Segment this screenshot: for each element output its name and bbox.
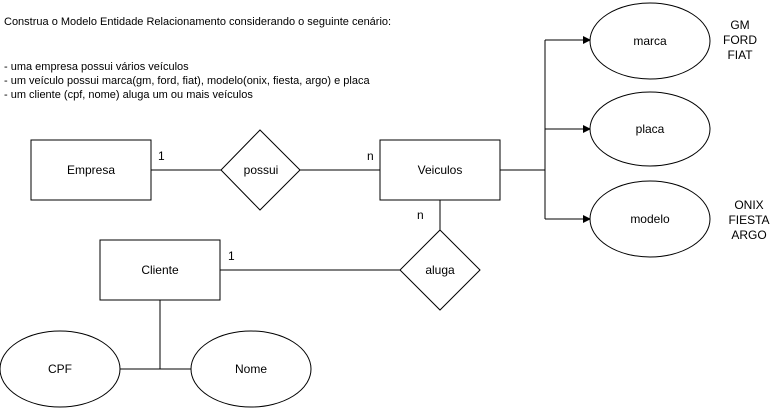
entity-empresa[interactable]: Empresa (30, 139, 152, 201)
cardinality-cliente-aluga: 1 (228, 249, 235, 263)
attribute-cpf-label: CPF (48, 362, 72, 376)
relationship-aluga[interactable]: aluga (399, 229, 481, 311)
statement-line-1: - uma empresa possui vários veículos (4, 61, 189, 73)
attribute-marca-label: marca (633, 34, 667, 48)
entity-cliente[interactable]: Cliente (99, 239, 221, 301)
attribute-cpf[interactable]: CPF (0, 330, 121, 408)
modelo-value-1: ONIX (734, 198, 763, 212)
statement-line-3: - um cliente (cpf, nome) aluga um ou mai… (4, 89, 253, 101)
entity-empresa-label: Empresa (67, 163, 115, 177)
relationship-possui[interactable]: possui (220, 129, 301, 211)
statement-title: Construa o Modelo Entidade Relacionament… (4, 16, 391, 28)
entity-cliente-label: Cliente (141, 263, 179, 277)
cardinality-empresa-possui: 1 (158, 149, 165, 163)
attribute-nome[interactable]: Nome (190, 330, 312, 408)
attribute-modelo-label: modelo (630, 212, 670, 226)
attribute-placa[interactable]: placa (589, 91, 711, 167)
relationship-aluga-label: aluga (425, 263, 455, 277)
cardinality-possui-veiculos: n (367, 149, 374, 163)
entity-veiculos-label: Veiculos (418, 163, 463, 177)
entity-veiculos[interactable]: Veiculos (379, 139, 501, 201)
statement-line-2: - um veículo possui marca(gm, ford, fiat… (4, 75, 370, 87)
attribute-nome-label: Nome (235, 362, 267, 376)
attribute-placa-label: placa (636, 122, 665, 136)
attribute-modelo[interactable]: modelo (589, 180, 711, 258)
modelo-value-2: FIESTA (728, 213, 769, 227)
marca-value-3: FIAT (727, 48, 753, 62)
marca-value-2: FORD (723, 33, 757, 47)
marca-value-1: GM (730, 18, 749, 32)
relationship-possui-label: possui (244, 163, 279, 177)
cardinality-veiculos-aluga: n (417, 208, 424, 222)
modelo-value-3: ARGO (731, 228, 766, 242)
attribute-marca[interactable]: marca (589, 2, 711, 80)
